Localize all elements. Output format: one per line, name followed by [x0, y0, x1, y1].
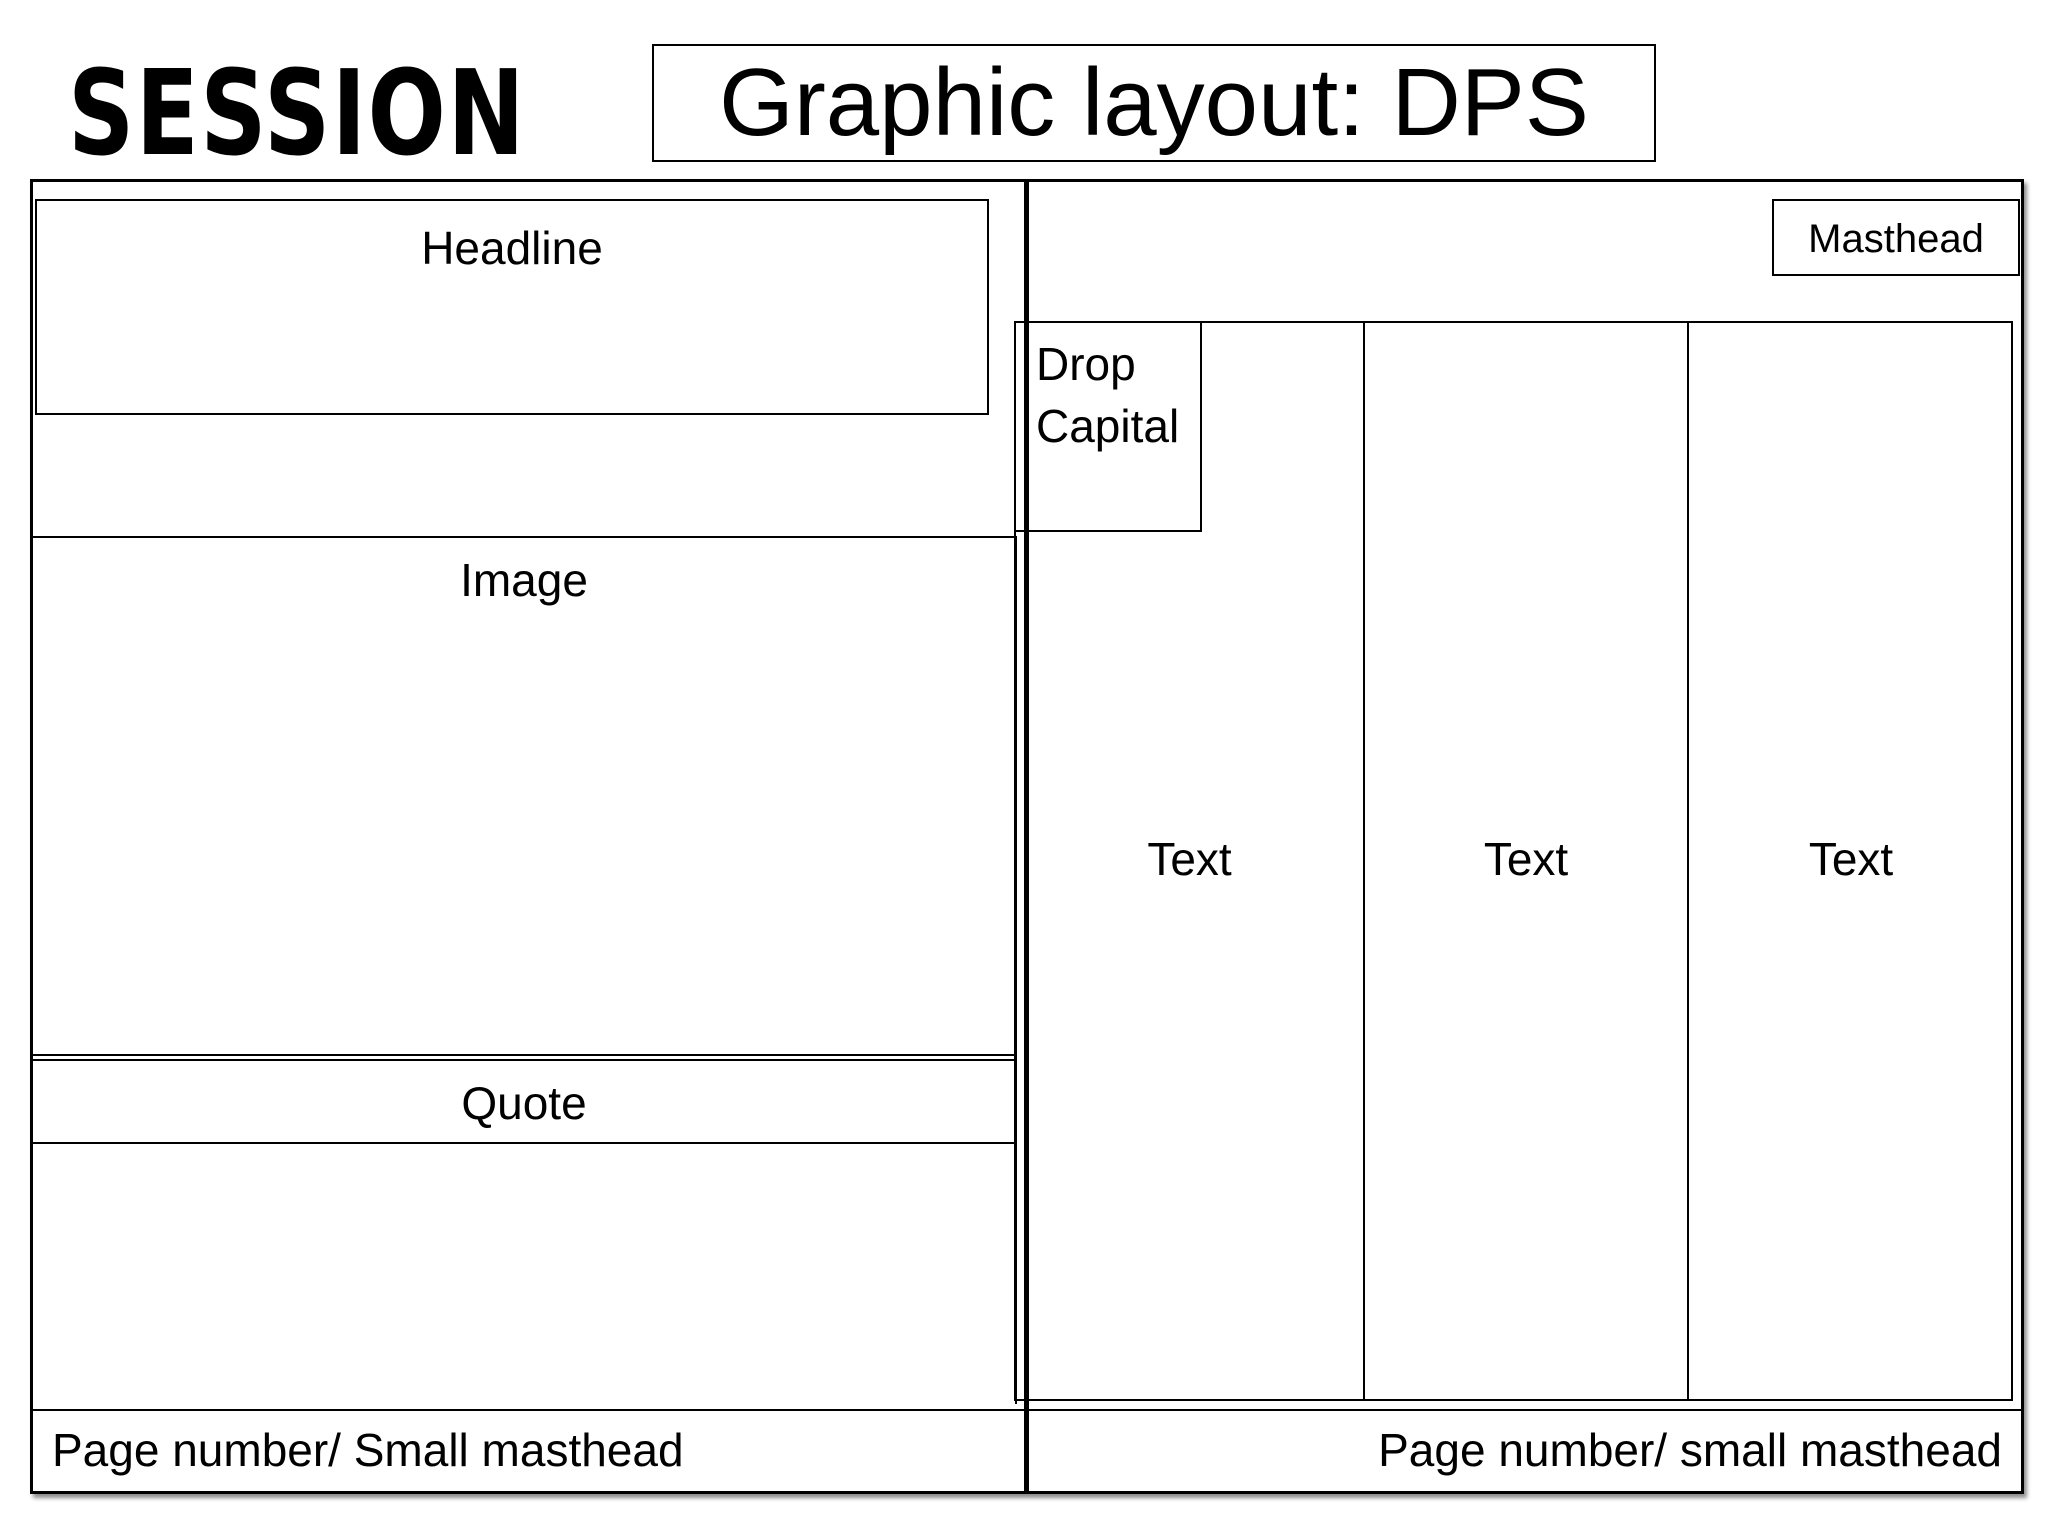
text-columns-area: Drop Capital Text Text Text	[1014, 321, 2013, 1401]
headline-box: Headline	[35, 199, 989, 415]
drop-capital-label-line2: Capital	[1036, 400, 1180, 452]
quote-label: Quote	[461, 1077, 587, 1129]
right-footer-line	[1027, 1409, 2021, 1411]
column-divider-2	[1687, 323, 1689, 1399]
masthead-box: Masthead	[1772, 199, 2020, 276]
image-label: Image	[460, 554, 588, 606]
image-top-line	[31, 536, 1017, 538]
quote-top-line	[31, 1059, 1017, 1061]
drop-capital-box: Drop Capital	[1014, 321, 1202, 532]
left-footer-line	[31, 1409, 1024, 1411]
text-column-3-label: Text	[1808, 833, 1894, 885]
drop-capital-label-line1: Drop	[1036, 338, 1136, 390]
diagram-title: Graphic layout: DPS	[652, 44, 1656, 162]
masthead-label: Masthead	[1808, 217, 1984, 261]
text-column-1-label: Text	[1147, 833, 1232, 885]
quote-bottom-line	[31, 1142, 1017, 1144]
text-column-2-label: Text	[1483, 833, 1569, 885]
column-divider-1	[1363, 323, 1365, 1399]
image-bottom-line	[31, 1054, 1017, 1056]
session-logo: SESSION	[68, 44, 527, 182]
left-footer-label: Page number/ Small masthead	[52, 1424, 684, 1476]
right-footer-label: Page number/ small masthead	[1378, 1424, 2002, 1476]
headline-label: Headline	[421, 222, 603, 274]
left-page-inner-line	[1015, 536, 1017, 1404]
spread-spine	[1024, 181, 1029, 1493]
